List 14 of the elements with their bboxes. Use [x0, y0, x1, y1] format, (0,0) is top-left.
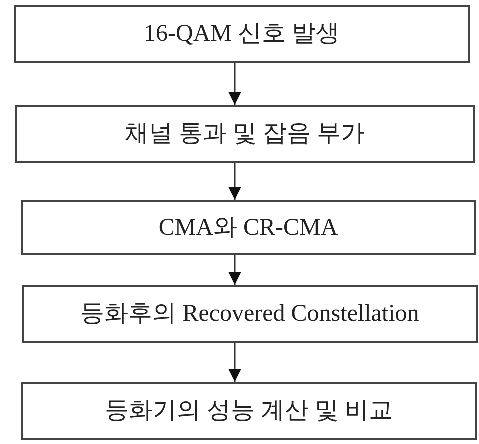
arrow: [228, 63, 242, 105]
process-box: [21, 200, 476, 255]
step-label: CMA와 CR-CMA: [158, 214, 338, 242]
arrow: [228, 343, 242, 382]
arrow: [228, 163, 242, 200]
step-label: 채널 통과 및 잡음 부가: [125, 120, 365, 149]
process-box: [22, 285, 478, 343]
arrow: [228, 255, 242, 285]
step-label: 16-QAM 신호 발생: [144, 20, 340, 49]
step-label: 등화후의 Recovered Constellation: [80, 300, 420, 329]
process-box: [21, 382, 477, 440]
process-box: [15, 105, 475, 163]
step-label: 등화기의 성능 계산 및 비교: [105, 397, 393, 426]
process-box: [14, 5, 470, 63]
